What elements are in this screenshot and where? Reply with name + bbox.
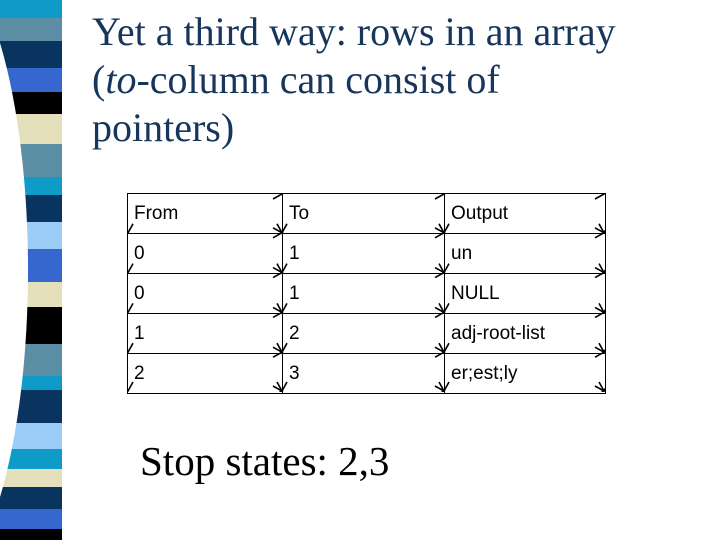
title-line-2-prefix: (: [92, 57, 106, 102]
table-cell: er;est;ly: [444, 353, 606, 394]
table-cell: 3: [282, 353, 445, 394]
strip-band: [0, 509, 62, 529]
table-cell: 1: [127, 313, 283, 354]
table-cell: 0: [127, 233, 283, 274]
table-header-cell: Output: [444, 193, 606, 234]
strip-band: [0, 0, 62, 18]
left-decorative-strip: [0, 0, 62, 540]
title-line-1: Yet a third way: rows in an array: [92, 9, 616, 54]
strip-band: [0, 487, 62, 509]
stop-states-caption: Stop states: 2,3: [140, 438, 390, 484]
strip-band: [0, 529, 62, 540]
table-cell: NULL: [444, 273, 606, 314]
strip-band: [0, 449, 62, 469]
table-header-cell: To: [282, 193, 445, 234]
strip-band: [0, 18, 62, 41]
strip-band: [0, 469, 62, 487]
title-line-2-suffix: -column can consist of: [136, 57, 500, 102]
page-title: Yet a third way: rows in an array (to-co…: [92, 8, 704, 152]
strip-band: [0, 41, 62, 68]
table-cell: 2: [282, 313, 445, 354]
table-cell: adj-root-list: [444, 313, 606, 354]
title-line-3: pointers): [92, 105, 235, 150]
table-cell: 1: [282, 233, 445, 274]
title-line-2-italic-word: to: [105, 57, 137, 102]
strip-band: [0, 92, 62, 114]
table-cell: 2: [127, 353, 283, 394]
table-cell: un: [444, 233, 606, 274]
table-cell: 1: [282, 273, 445, 314]
table-cell: 0: [127, 273, 283, 314]
title-line-2: (to-column can consist of: [92, 56, 704, 104]
table-header-cell: From: [127, 193, 283, 234]
